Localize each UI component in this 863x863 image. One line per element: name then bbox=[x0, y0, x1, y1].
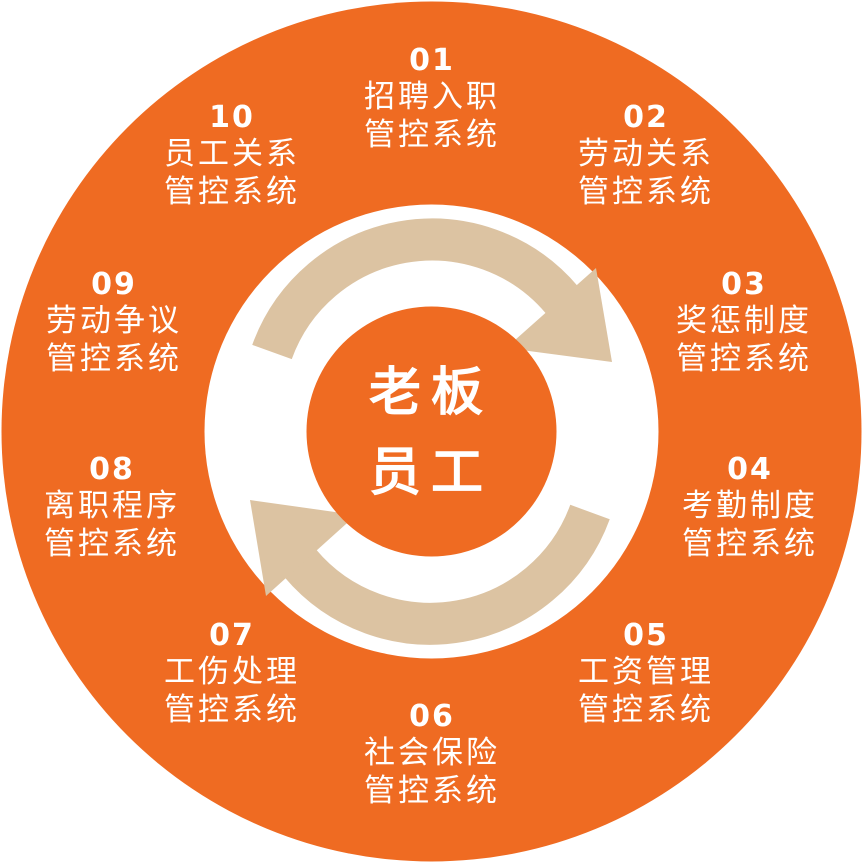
item-number: 05 bbox=[623, 618, 669, 653]
item-04-attendance: 04 考勤制度 管控系统 bbox=[650, 453, 850, 563]
center-label-line1: 老板 bbox=[368, 363, 493, 423]
item-subtitle: 管控系统 bbox=[578, 692, 714, 728]
item-01-recruitment: 01 招聘入职 管控系统 bbox=[332, 44, 532, 154]
item-09-labor-disputes: 09 劳动争议 管控系统 bbox=[14, 268, 214, 378]
item-number: 10 bbox=[209, 100, 255, 135]
item-title: 劳动争议 bbox=[46, 303, 182, 339]
item-title: 工伤处理 bbox=[164, 654, 300, 690]
center-label-line2: 员工 bbox=[368, 443, 493, 503]
item-08-resignation: 08 离职程序 管控系统 bbox=[12, 453, 212, 563]
item-title: 离职程序 bbox=[44, 488, 180, 524]
item-06-social-insurance: 06 社会保险 管控系统 bbox=[332, 700, 532, 810]
center-circle bbox=[306, 306, 557, 557]
item-subtitle: 管控系统 bbox=[44, 526, 180, 562]
upper-arrowhead bbox=[506, 268, 612, 362]
item-number: 07 bbox=[209, 618, 255, 653]
item-number: 02 bbox=[623, 100, 669, 135]
item-subtitle: 管控系统 bbox=[164, 692, 300, 728]
item-number: 08 bbox=[89, 452, 135, 487]
upper-cycle-arrow bbox=[252, 218, 579, 360]
item-subtitle: 管控系统 bbox=[164, 174, 300, 210]
item-subtitle: 管控系统 bbox=[682, 526, 818, 562]
item-subtitle: 管控系统 bbox=[578, 174, 714, 210]
item-subtitle: 管控系统 bbox=[46, 341, 182, 377]
item-title: 奖惩制度 bbox=[676, 303, 812, 339]
item-title: 工资管理 bbox=[578, 654, 714, 690]
lower-arrowhead bbox=[250, 500, 356, 596]
item-subtitle: 管控系统 bbox=[364, 773, 500, 809]
item-number: 06 bbox=[409, 699, 455, 734]
item-subtitle: 管控系统 bbox=[676, 341, 812, 377]
item-02-labor-relations: 02 劳动关系 管控系统 bbox=[546, 101, 746, 211]
item-number: 04 bbox=[727, 452, 773, 487]
item-number: 09 bbox=[91, 267, 137, 302]
item-subtitle: 管控系统 bbox=[364, 117, 500, 153]
item-10-employee-relations: 10 员工关系 管控系统 bbox=[132, 101, 332, 211]
item-number: 03 bbox=[721, 267, 767, 302]
item-title: 劳动关系 bbox=[578, 136, 714, 172]
item-07-work-injury: 07 工伤处理 管控系统 bbox=[132, 619, 332, 729]
item-title: 社会保险 bbox=[364, 735, 500, 771]
item-title: 招聘入职 bbox=[364, 79, 500, 115]
item-number: 01 bbox=[409, 43, 455, 78]
lower-cycle-arrow bbox=[283, 504, 610, 645]
item-05-payroll: 05 工资管理 管控系统 bbox=[546, 619, 746, 729]
item-03-rewards-penalties: 03 奖惩制度 管控系统 bbox=[644, 268, 844, 378]
item-title: 员工关系 bbox=[164, 136, 300, 172]
item-title: 考勤制度 bbox=[682, 488, 818, 524]
